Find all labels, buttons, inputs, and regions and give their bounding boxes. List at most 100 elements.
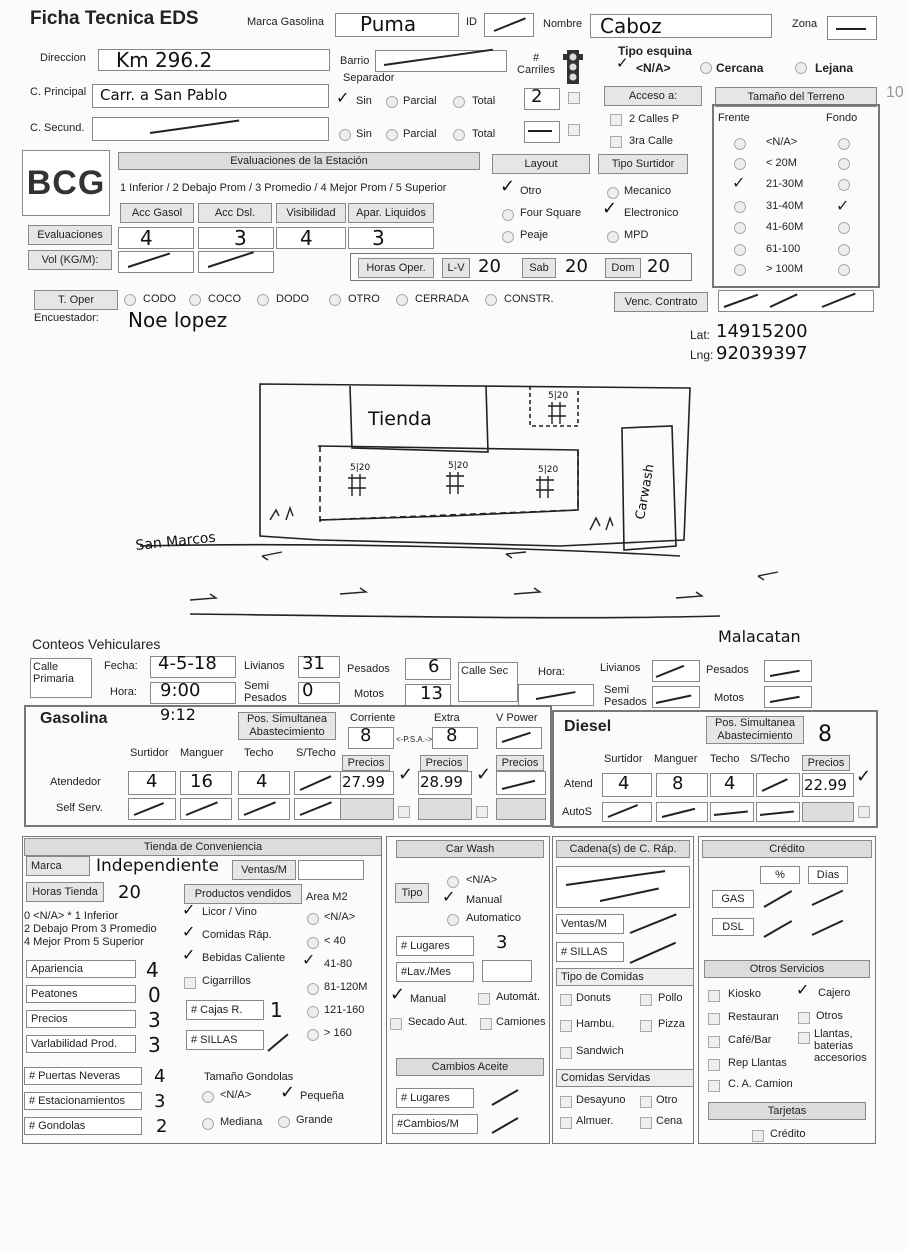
comida-donuts-check[interactable]	[560, 994, 572, 1006]
carwash-check-secado[interactable]	[390, 1018, 402, 1030]
esquina-na[interactable]: <N/A>	[636, 61, 671, 75]
gas-at-techo[interactable]	[238, 771, 290, 795]
comida-sandwich-check[interactable]	[560, 1047, 572, 1059]
surtidor-electronico[interactable]: Electronico	[624, 207, 679, 219]
toper-codo-radio[interactable]	[124, 294, 136, 306]
prod-cigarrillos-check[interactable]	[184, 977, 196, 989]
fecha-field[interactable]	[150, 656, 236, 678]
diesel-at-stecho[interactable]	[756, 773, 800, 797]
esquina-cercana-radio[interactable]	[700, 62, 712, 74]
prod-comidas[interactable]: Comidas Ráp.	[202, 929, 272, 941]
gas-at-manguer[interactable]	[180, 771, 232, 795]
toper-constr-radio[interactable]	[485, 294, 497, 306]
separador-parcial-radio[interactable]	[386, 96, 398, 108]
surtidor-mpd-radio[interactable]	[607, 231, 619, 243]
area-81-radio[interactable]	[307, 983, 319, 995]
serv-cafe-check[interactable]	[708, 1036, 720, 1048]
gasolina-vpower-field[interactable]	[496, 727, 542, 749]
toper-dodo-radio[interactable]	[257, 294, 269, 306]
carwash-check-manual-label[interactable]: Manual	[410, 993, 447, 1005]
prod-licor[interactable]: Licor / Vino	[202, 906, 257, 918]
serv-cajero[interactable]: Cajero	[818, 987, 851, 999]
serv-rep-llantas-check[interactable]	[708, 1059, 720, 1071]
diesel-precio[interactable]	[802, 773, 854, 797]
gas-self-techo[interactable]	[238, 798, 290, 820]
serv-otros-check[interactable]	[798, 1012, 810, 1024]
venc-contrato[interactable]: Venc. Contrato	[614, 292, 708, 312]
gond-grande-radio[interactable]	[278, 1116, 290, 1128]
surtidor-mecanico-radio[interactable]	[607, 187, 619, 199]
hora-field[interactable]	[150, 682, 236, 704]
direccion-field[interactable]	[98, 49, 330, 71]
livianos-field[interactable]	[298, 656, 340, 678]
serv-almuer-check[interactable]	[560, 1117, 572, 1129]
carriles-field[interactable]	[524, 88, 560, 110]
secund-field[interactable]	[92, 117, 329, 141]
acceso-button[interactable]: Acceso a:	[604, 86, 702, 106]
secund-parcial-radio[interactable]	[386, 129, 398, 141]
eval-apar-liquidos[interactable]	[348, 227, 434, 249]
carwash-check-auto[interactable]	[478, 993, 490, 1005]
area-121-radio[interactable]	[307, 1006, 319, 1018]
layout-otro[interactable]: Otro	[520, 185, 542, 197]
esquina-lejana-radio[interactable]	[795, 62, 807, 74]
gas-self-check-1[interactable]	[398, 806, 410, 818]
marca-field[interactable]	[335, 13, 459, 37]
livianos2-field[interactable]	[652, 660, 700, 682]
gas-self-precio-1[interactable]	[340, 798, 394, 820]
carwash-lav-field[interactable]	[482, 960, 532, 982]
area-40-radio[interactable]	[307, 937, 319, 949]
gas-precio-corriente[interactable]	[340, 771, 394, 795]
serv-restauran-check[interactable]	[708, 1013, 720, 1025]
gond-mediana-radio[interactable]	[202, 1118, 214, 1130]
layout-four-radio[interactable]	[502, 209, 514, 221]
carwash-na-radio[interactable]	[447, 876, 459, 888]
gas-self-manguer[interactable]	[180, 798, 232, 820]
serv-ca-camion-check[interactable]	[708, 1080, 720, 1092]
gas-self-precio-3[interactable]	[496, 798, 546, 820]
gond-pequena[interactable]: Pequeña	[300, 1090, 345, 1102]
eval-acc-dsl[interactable]	[198, 227, 274, 249]
secund-carriles-field[interactable]	[524, 121, 560, 143]
secund-total-radio[interactable]	[453, 129, 465, 141]
gasolina-extra-field[interactable]	[432, 727, 478, 749]
calles2-check[interactable]	[610, 114, 622, 126]
barrio-field[interactable]	[375, 50, 507, 72]
vol-gasol[interactable]	[118, 251, 194, 273]
comida-pollo-check[interactable]	[640, 994, 652, 1006]
serv-desayuno-check[interactable]	[560, 1096, 572, 1108]
gond-na-radio[interactable]	[202, 1091, 214, 1103]
gas-precio-extra[interactable]	[418, 771, 472, 795]
gas-self-surtidor[interactable]	[128, 798, 176, 820]
comida-hambu-check[interactable]	[560, 1020, 572, 1032]
tienda-ventas-field[interactable]	[298, 860, 364, 880]
diesel-at-surtidor[interactable]	[602, 773, 652, 797]
toper-coco-radio[interactable]	[189, 294, 201, 306]
eval-visibilidad[interactable]	[276, 227, 346, 249]
carwash-check-camiones[interactable]	[480, 1018, 492, 1030]
diesel-at-manguer[interactable]	[656, 773, 708, 797]
serv-llantas-check[interactable]	[798, 1032, 810, 1044]
vol-dsl[interactable]	[198, 251, 274, 273]
toper-otro-radio[interactable]	[329, 294, 341, 306]
gas-self-stecho[interactable]	[294, 798, 342, 820]
area-160-radio[interactable]	[307, 1029, 319, 1041]
toper-cerrada-radio[interactable]	[396, 294, 408, 306]
secund-carriles-check[interactable]	[568, 124, 580, 136]
diesel-self-precio[interactable]	[802, 802, 854, 822]
nombre-field[interactable]	[590, 14, 772, 38]
separador-sin[interactable]: Sin	[356, 95, 372, 107]
gasolina-corriente-field[interactable]	[348, 727, 394, 749]
tarjeta-credito-check[interactable]	[752, 1130, 764, 1142]
carwash-auto-radio[interactable]	[447, 914, 459, 926]
serv-cena-check[interactable]	[640, 1117, 652, 1129]
diesel-self-surtidor[interactable]	[602, 802, 652, 822]
layout-peaje-radio[interactable]	[502, 231, 514, 243]
area-na-radio[interactable]	[307, 913, 319, 925]
eval-acc-gasol[interactable]	[118, 227, 194, 249]
gas-self-precio-2[interactable]	[418, 798, 472, 820]
area-41-80[interactable]: 41-80	[324, 958, 353, 970]
semi-field[interactable]	[298, 682, 340, 704]
calle3-check[interactable]	[610, 136, 622, 148]
diesel-self-check[interactable]	[858, 806, 870, 818]
